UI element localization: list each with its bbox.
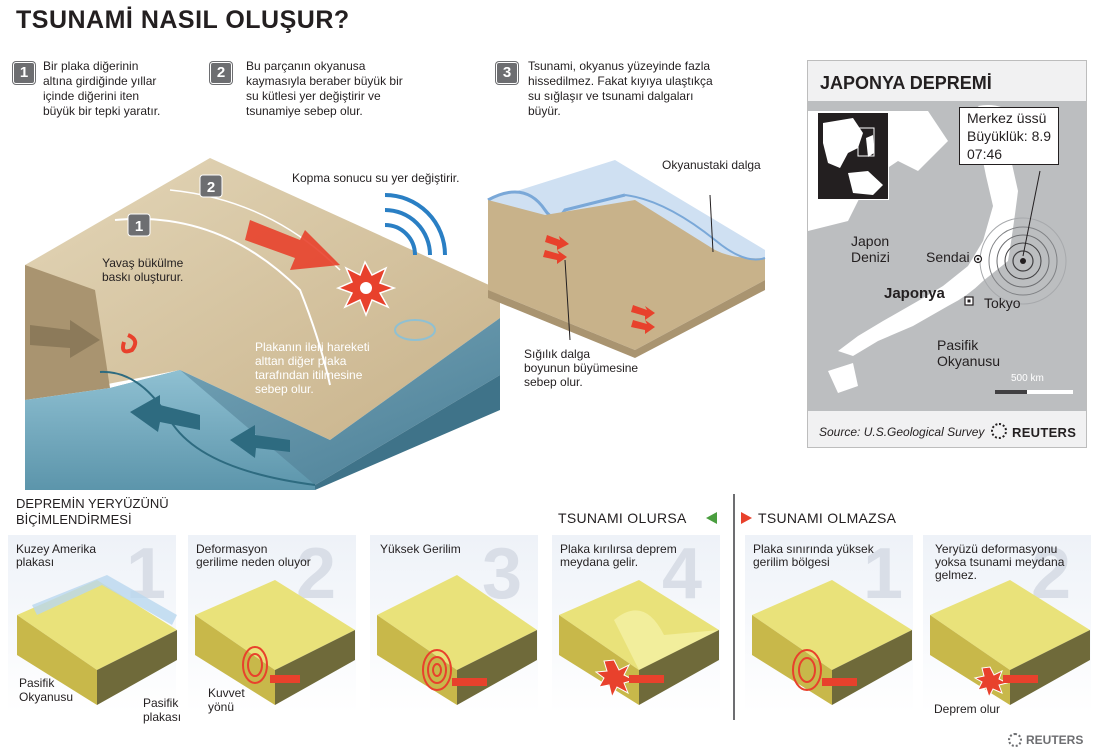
wave-ring-3: [384, 223, 417, 256]
ocean-wave-label: Okyanustaki dalga: [662, 158, 761, 172]
seabed-bottom: [488, 280, 765, 358]
stage-block: [559, 580, 719, 705]
shallow-arrow-1: [545, 235, 569, 250]
marker-2: [199, 174, 223, 198]
seabed-section: [488, 200, 765, 350]
stage-number: 1: [863, 534, 904, 614]
tsunami-yes-title: TSUNAMI OLURSA: [558, 510, 687, 526]
marker-1: [127, 213, 151, 237]
epicenter-ring-3: [996, 234, 1050, 288]
marker-2-text: 2: [207, 179, 215, 196]
plate-boundary: [99, 370, 316, 486]
bending-arrow: [121, 333, 138, 354]
source-credit: Source: U.S.Geological Survey: [819, 425, 985, 439]
plate-arrow-1: [130, 395, 200, 432]
epicenter-ring-2: [1004, 242, 1042, 280]
stage-block: [195, 580, 355, 705]
wave-ring-1: [384, 208, 432, 256]
ocean-wave-leader: [709, 194, 714, 253]
ocean-wave-line: [624, 194, 766, 261]
step-3-badge: 3: [496, 62, 518, 84]
reuters-logo-icon-bottom: [1008, 733, 1022, 747]
reuters-brand: REUTERS: [1012, 425, 1077, 440]
deep-arrow-1: [631, 305, 655, 320]
sendai-label: Sendai: [926, 249, 970, 265]
epicenter-leader: [1022, 170, 1041, 257]
slide-arrow: [245, 220, 340, 270]
japan-map-panel: JAPONYA DEPREMİ Merk: [807, 60, 1087, 448]
map-title: JAPONYA DEPREMİ: [820, 73, 992, 93]
inset-locator: [817, 112, 889, 200]
step-1-badge: 1: [13, 62, 35, 84]
quake-occurs-label: Deprem olur: [934, 702, 1001, 716]
shallow-arrow-2: [543, 250, 567, 264]
plate-arrow-2: [230, 425, 290, 458]
stage-block: [752, 580, 912, 705]
wave-diagram: [487, 160, 766, 358]
plate-diagram: 1 2: [25, 158, 500, 490]
scale-bar-dark: [995, 390, 1027, 394]
page-title: TSUNAMİ NASIL OLUŞUR?: [16, 6, 350, 34]
epicenter-dot: [1020, 258, 1026, 264]
inset-map: [823, 118, 883, 195]
tsunami-no-title: TSUNAMI OLMAZSA: [758, 510, 897, 526]
red-triangle-icon: [741, 512, 752, 524]
shallow-leader: [564, 259, 571, 341]
land-push-arrow: [30, 320, 100, 358]
scale-bar-light: [1027, 390, 1073, 394]
section-divider: [733, 494, 735, 720]
tokyo-label: Tokyo: [984, 295, 1021, 311]
marker-1-text: 1: [135, 218, 143, 235]
kyushu-land: [828, 363, 858, 393]
stage-panel-3: 3 Yüksek Gerilim: [370, 534, 538, 713]
epicenter-ring-4: [988, 226, 1058, 296]
stage-block: [930, 580, 1090, 705]
stage-block: [377, 575, 537, 705]
right-face: [315, 375, 500, 490]
green-triangle-icon: [706, 512, 717, 524]
epicenter-ring-1: [1012, 250, 1034, 272]
sendai-dot: [976, 257, 980, 261]
rupture-core: [360, 282, 372, 294]
reuters-brand-bottom: REUTERS: [1026, 733, 1084, 747]
scale-label: 500 km: [1011, 373, 1044, 384]
ocean-ripple: [394, 319, 436, 341]
japan-label: Japonya: [884, 285, 945, 302]
plate-section: [25, 370, 315, 490]
deep-arrow-2: [631, 320, 655, 334]
step-2-badge: 2: [210, 62, 232, 84]
fault-line: [114, 217, 331, 386]
wave-ring-2: [384, 193, 447, 256]
stage-text: Yüksek Gerilim: [380, 542, 461, 556]
rupture-label: Kopma sonucu su yer değiştirir.: [292, 171, 460, 185]
stage-block: [17, 575, 177, 705]
tokyo-dot: [967, 299, 971, 303]
reuters-logo-icon: [991, 423, 1007, 439]
